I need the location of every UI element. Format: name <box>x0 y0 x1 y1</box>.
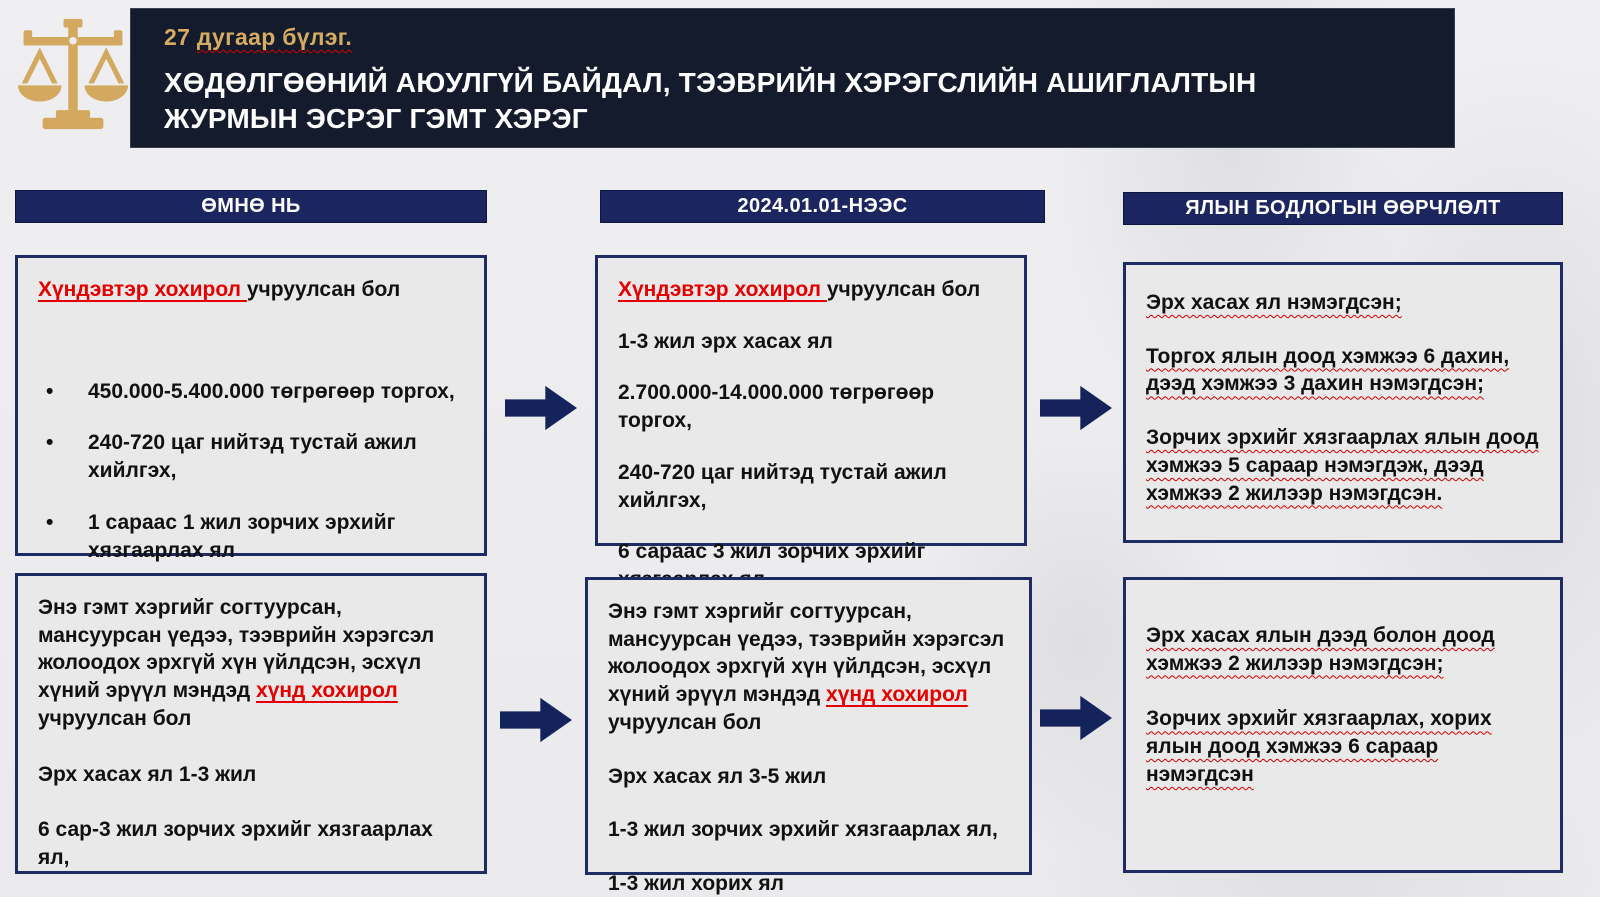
penalty-line: 240-720 цаг нийтэд тустай ажил хийлгэх, <box>618 460 947 512</box>
column-header-policy-label: ЯЛЫН БОДЛОГЫН ӨӨРЧЛӨЛТ <box>1185 197 1501 219</box>
penalty-line: 1-3 жил хорих ял <box>608 872 784 896</box>
slide-title: ХӨДӨЛГӨӨНИЙ АЮУЛГҮЙ БАЙДАЛ, ТЭЭВРИЙН ХЭР… <box>164 65 1455 137</box>
policy-text: Торгох ялын доод хэмжээ 6 дахин, дээд хэ… <box>1146 344 1510 396</box>
policy-text: Эрх хасах ял нэмэгдсэн; <box>1146 291 1402 314</box>
lead-end: учруулсан бол <box>608 710 762 734</box>
highlight-severe-damage: Хүндэвтэр хохирол <box>618 278 827 301</box>
slide-title-line1: ХӨДӨЛГӨӨНИЙ АЮУЛГҮЙ БАЙДАЛ, ТЭЭВРИЙН ХЭР… <box>164 67 1257 98</box>
penalty-line: 1-3 жил зорчих эрхийг хязгаарлах ял, <box>608 818 998 842</box>
box-policy-row2: Эрх хасах ялын дээд болон доод хэмжээ 2 … <box>1123 577 1563 873</box>
lead-start: Энэ гэмт хэргийг согтуурсан, мансуурсан … <box>38 596 435 703</box>
penalty-line: Эрх хасах ял 3-5 жил <box>608 764 827 788</box>
column-header-after-label: 2024.01.01-НЭЭС <box>737 195 908 217</box>
policy-line: Эрх хасах ял нэмэгдсэн; <box>1146 289 1540 317</box>
chapter-label: 27 дугаар бүлэг. <box>164 24 1455 51</box>
right-arrow-icon <box>505 385 577 431</box>
policy-text: Зорчих эрхийг хязгаарлах ялын доод хэмжэ… <box>1146 426 1539 505</box>
chapter-number: 27 <box>164 24 197 50</box>
highlight-heavy-damage: хүнд хохирол <box>256 679 398 703</box>
box-policy-row1: Эрх хасах ял нэмэгдсэн; Торгох ялын доод… <box>1123 262 1563 543</box>
box-after-row2: Энэ гэмт хэргийг согтуурсан, мансуурсан … <box>585 577 1032 895</box>
slide-title-line2: ЖУРМЫН ЭСРЭГ ГЭМТ ХЭРЭГ <box>164 102 588 134</box>
box-before-row2: Энэ гэмт хэргийг согтуурсан, мансуурсан … <box>15 573 487 874</box>
right-arrow-icon <box>500 697 572 743</box>
lead-rest: учруулсан бол <box>246 278 401 301</box>
right-arrow-icon <box>1040 385 1112 431</box>
box-before-row2-lead: Энэ гэмт хэргийг согтуурсан, мансуурсан … <box>38 594 464 733</box>
right-arrow-icon <box>1040 695 1112 741</box>
column-header-before-label: ӨМНӨ НЬ <box>201 195 301 217</box>
penalty-line: 2.700.000-14.000.000 төгрөгөөр торгох, <box>618 381 935 433</box>
column-header-after: 2024.01.01-НЭЭС <box>600 190 1045 223</box>
bullet-item: 1 сараас 1 жил зорчих эрхийг хязгаарлах … <box>38 509 464 564</box>
box-before-row1: Хүндэвтэр хохирол учруулсан бол 450.000-… <box>15 255 487 562</box>
highlight-severe-damage: Хүндэвтэр хохирол <box>38 278 247 301</box>
column-header-policy: ЯЛЫН БОДЛОГЫН ӨӨРЧЛӨЛТ <box>1123 192 1563 225</box>
bullet-item: 240-720 цаг нийтэд тустай ажил хийлгэх, <box>38 429 464 484</box>
highlight-heavy-damage: хүнд хохирол <box>826 683 968 707</box>
box-before-row1-lead: Хүндэвтэр хохирол учруулсан бол <box>38 276 464 304</box>
box-after-row2-lead: Энэ гэмт хэргийг согтуурсан, мансуурсан … <box>608 598 1009 737</box>
column-header-before: ӨМНӨ НЬ <box>15 190 487 223</box>
policy-line: Эрх хасах ялын дээд болон доод хэмжээ 2 … <box>1146 622 1540 677</box>
chapter-text: дугаар бүлэг. <box>196 24 353 50</box>
bullet-item: 450.000-5.400.000 төгрөгөөр торгох, <box>38 378 464 406</box>
box-after-row1-lead: Хүндэвтэр хохирол учруулсан бол <box>618 276 1004 304</box>
lead-rest: учруулсан бол <box>826 278 981 301</box>
penalty-line: 6 сар-3 жил зорчих эрхийг хязгаарлах ял, <box>38 818 433 870</box>
policy-text: Зорчих эрхийг хязгаарлах, хорих ялын доо… <box>1146 707 1492 786</box>
penalty-line: Эрх хасах ял 1-3 жил <box>38 762 257 786</box>
lead-end: учруулсан бол <box>38 706 192 730</box>
scales-of-justice-icon <box>17 18 129 130</box>
policy-line: Зорчих эрхийг хязгаарлах ялын доод хэмжэ… <box>1146 424 1540 507</box>
header-band: 27 дугаар бүлэг. ХӨДӨЛГӨӨНИЙ АЮУЛГҮЙ БАЙ… <box>130 8 1455 148</box>
penalty-bullet-list: 450.000-5.400.000 төгрөгөөр торгох, 240-… <box>38 378 464 565</box>
lead-start: Энэ гэмт хэргийг согтуурсан, мансуурсан … <box>608 600 1005 707</box>
penalty-line: 1-3 жил эрх хасах ял <box>618 329 833 353</box>
policy-text: Эрх хасах ялын дээд болон доод хэмжээ 2 … <box>1146 624 1495 675</box>
policy-line: Зорчих эрхийг хязгаарлах, хорих ялын доо… <box>1146 705 1540 788</box>
policy-line: Торгох ялын доод хэмжээ 6 дахин, дээд хэ… <box>1146 343 1540 398</box>
box-after-row1: Хүндэвтэр хохирол учруулсан бол 1-3 жил … <box>595 255 1027 591</box>
